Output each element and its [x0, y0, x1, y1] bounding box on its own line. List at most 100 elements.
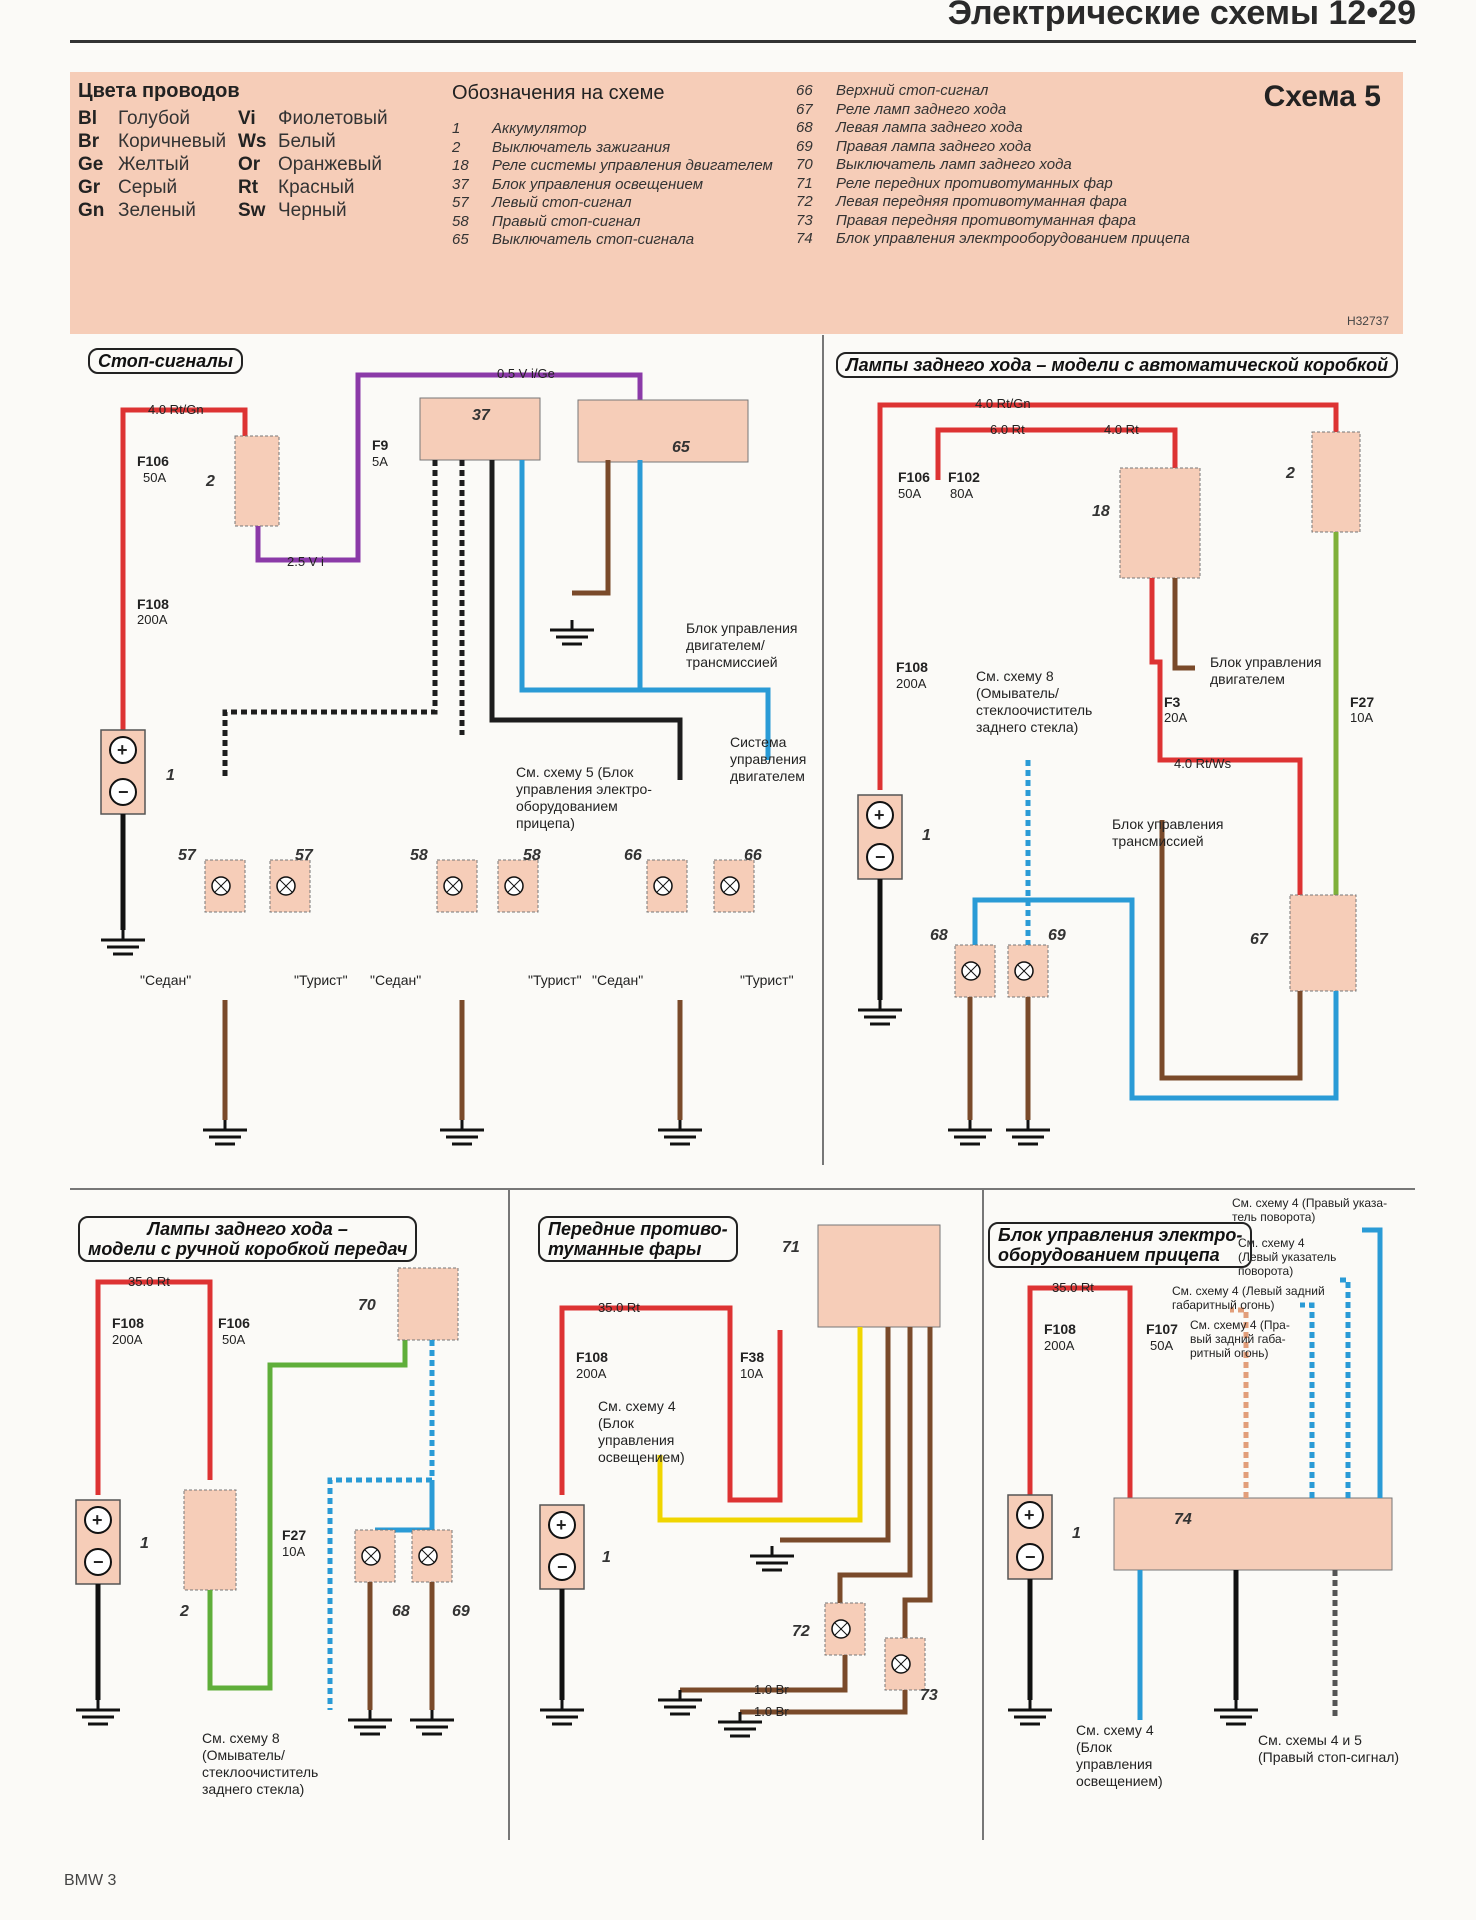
legend-item-text: Блок управления электрооборудованием при…: [836, 230, 1190, 247]
note-see-scheme-8-b: См. схему 8 (Омыватель/ стеклоочиститель…: [202, 1730, 319, 1797]
fuse-f106-b: F106: [898, 469, 930, 485]
panel-title-trailer-line1: Блок управления электро-: [998, 1225, 1243, 1245]
wire-color-code: Sw: [238, 200, 266, 221]
panel-title-trailer: Блок управления электро- оборудованием п…: [988, 1222, 1253, 1268]
fuse-f107: F107: [1146, 1321, 1178, 1337]
wire-color-code: Vi: [238, 108, 256, 129]
wire-color-name: Фиолетовый: [278, 108, 388, 129]
wire-label-4rt-c: 4.0 Rt: [1104, 422, 1139, 437]
legend-item-text: Выключатель стоп-сигнала: [492, 231, 695, 248]
legend-item-number: 65: [452, 231, 469, 248]
note-engine-trans: Блок управления двигателем/ трансмиссией: [686, 620, 798, 670]
panel-title-trailer-line2: оборудованием прицепа: [998, 1245, 1220, 1265]
note-see4-light-b: См. схему 4 (Блок управления освещением): [1076, 1722, 1163, 1789]
panel-title-stop: Стоп-сигналы: [88, 348, 244, 374]
comp-18-tag: 18: [1092, 503, 1110, 520]
legend-item-text: Левая передняя противотуманная фара: [836, 193, 1127, 210]
legend-item-text: Реле системы управления двигателем: [492, 157, 773, 174]
note-see-scheme-5: См. схему 5 (Блок управления электро- об…: [516, 764, 652, 831]
comp-72-tag: 72: [792, 1623, 810, 1640]
legend-item-number: 57: [452, 194, 469, 211]
divider-bottom-1: [508, 1190, 510, 1840]
legend-item-number: 18: [452, 157, 469, 174]
note-sedan-2: "Седан": [370, 972, 422, 988]
fuse-f108-c-rating: 200A: [112, 1332, 143, 1347]
comp-68b-tag: 68: [392, 1603, 410, 1620]
wire-color-code: Bl: [78, 108, 97, 129]
comp-66-tag: 66: [624, 847, 642, 864]
wire-label-4rt: 4.0 Rt/Gn: [148, 402, 204, 417]
fuse-f108-b: F108: [896, 659, 928, 675]
fuse-f27-b: F27: [282, 1527, 306, 1543]
wire-color-code: Br: [78, 131, 100, 152]
wire-color-name: Голубой: [118, 108, 191, 129]
legend-item-number: 71: [796, 174, 813, 192]
legend-item-number: 67: [796, 100, 813, 118]
wire-label-0-5vige: 0.5 V i/Ge: [497, 366, 555, 381]
fuse-f102: F102: [948, 469, 980, 485]
wire-color-name: Серый: [118, 177, 178, 198]
fuse-f3-rating: 20A: [1164, 710, 1187, 725]
legend-item-text: Выключатель зажигания: [492, 138, 671, 156]
fuse-f106-c-rating: 50A: [222, 1332, 245, 1347]
legend-item: 18 Реле системы управления двигателем: [452, 157, 773, 174]
fuse-f38: F38: [740, 1349, 764, 1365]
legend-item: 2 Выключатель зажигания: [452, 139, 670, 156]
wire-color-code: Gn: [78, 200, 105, 221]
fog-circuit: 35.0 Rt F108 200A F38 10A 1 71 72 73 1.0…: [538, 1224, 941, 1738]
fuse-f38-rating: 10A: [740, 1366, 763, 1381]
wire-label-35rt-c: 35.0 Rt: [1052, 1280, 1094, 1295]
legend-item-number: 69: [796, 137, 813, 155]
fuse-f108-rating: 200A: [137, 612, 168, 627]
comp-2-tag: 2: [205, 473, 215, 490]
fuse-f27: F27: [1350, 694, 1374, 710]
fuse-f27-rating: 10A: [1350, 710, 1373, 725]
fuse-f106: F106: [137, 453, 169, 469]
wire-color-name: Оранжевый: [278, 154, 383, 175]
legend-item-number: 2: [452, 138, 461, 156]
note-tourist-1: "Турист": [294, 972, 348, 988]
fuse-f108-d-rating: 200A: [576, 1366, 607, 1381]
fuse-f3: F3: [1164, 694, 1181, 710]
fuse-f9-rating: 5A: [372, 454, 388, 469]
comp-1e-tag: 1: [1072, 1525, 1081, 1542]
note-tourist-2: "Турист": [528, 972, 582, 988]
items-heading: Обозначения на схеме: [452, 82, 665, 104]
fuse-f9: F9: [372, 437, 389, 453]
figure-code: H32737: [1346, 314, 1389, 328]
panel-title-reverse-manual-line2: модели с ручной коробкой передач: [88, 1239, 408, 1259]
legend-item-number: 68: [796, 119, 813, 136]
fuse-f108-d: F108: [576, 1349, 608, 1365]
legend-item-text: Правая передняя противотуманная фара: [836, 211, 1136, 229]
legend-item-text: Правый стоп-сигнал: [492, 212, 641, 230]
wire-color-name: Зеленый: [118, 200, 196, 221]
divider-bottom-2: [982, 1190, 984, 1840]
note-sedan-1: "Седан": [140, 972, 192, 988]
legend-item: 1 Аккумулятор: [452, 120, 587, 137]
wire-label-35rt: 35.0 Rt: [128, 1274, 170, 1289]
legend-item-text: Аккумулятор: [492, 120, 587, 137]
reverse-auto-circuit: 4.0 Rt/Gn 6.0 Rt 4.0 Rt F106 50A F102 80…: [856, 396, 1374, 1146]
comp-67-tag: 67: [1250, 931, 1269, 948]
note-sedan-3: "Седан": [592, 972, 644, 988]
comp-1c-tag: 1: [140, 1535, 149, 1552]
divider-middle: [70, 1188, 1415, 1190]
note-see-scheme-4-5: См. схемы 4 и 5 (Правый стоп-сигнал): [1258, 1732, 1400, 1765]
fuse-f106-c: F106: [218, 1315, 250, 1331]
legend-item-number: 1: [452, 120, 461, 137]
comp-1d-tag: 1: [602, 1549, 611, 1566]
legend-item-text: Выключатель ламп заднего хода: [836, 156, 1072, 173]
comp-69-tag: 69: [1048, 927, 1066, 944]
fuse-f108-c: F108: [112, 1315, 144, 1331]
panel-title-fog-line2: туманные фары: [548, 1239, 702, 1259]
wire-label-4rtws: 4.0 Rt/Ws: [1174, 756, 1232, 771]
comp-58b-tag: 58: [523, 847, 541, 864]
wire-color-name: Коричневый: [118, 131, 227, 152]
